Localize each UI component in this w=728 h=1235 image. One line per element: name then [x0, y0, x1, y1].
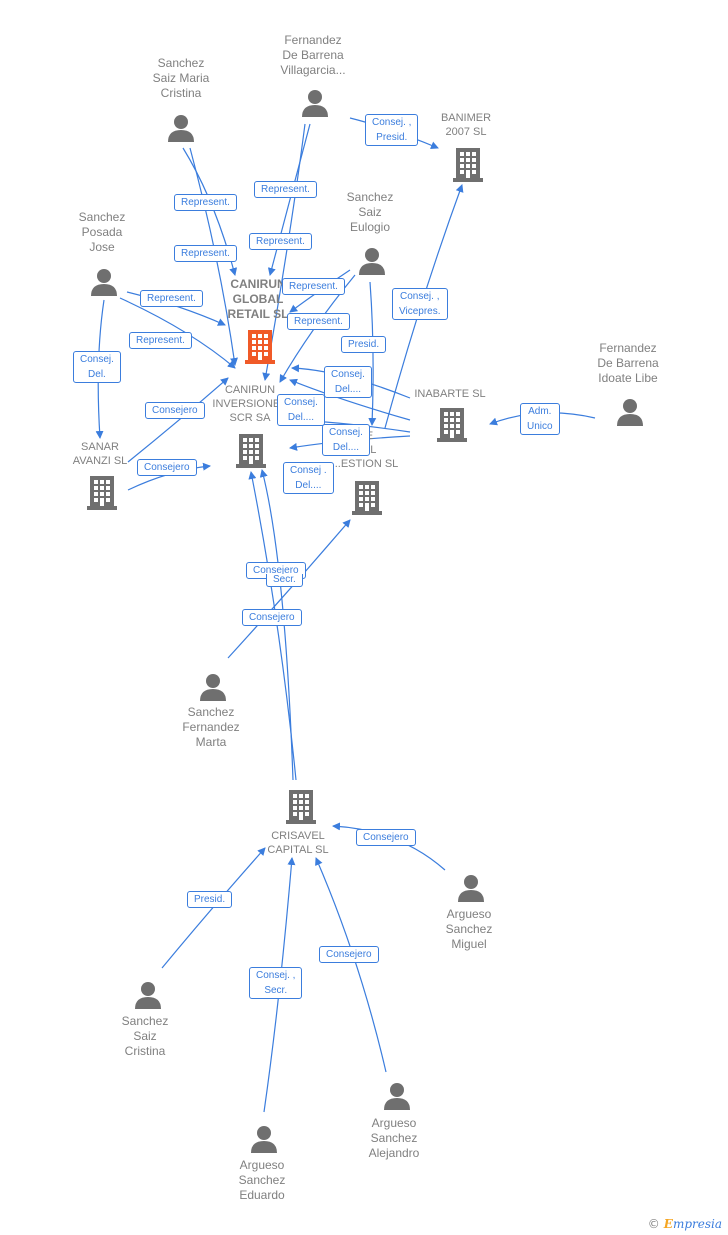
- edge: [315, 857, 387, 1073]
- node-label[interactable]: Fernandez De Barrena Idoate Libe: [597, 341, 659, 385]
- node-label-focus[interactable]: CANIRUN GLOBAL RETAIL SL: [227, 277, 289, 321]
- edge-label: Consej. , Secr.: [249, 967, 303, 999]
- person-icon: [302, 90, 328, 117]
- edge: [127, 377, 229, 463]
- person-icon: [359, 248, 385, 275]
- brand-name: mpresia: [672, 1217, 722, 1231]
- node-label[interactable]: Sanchez Saiz Eulogio: [346, 190, 394, 234]
- edge-label: Consej. Del....: [324, 366, 372, 398]
- person-icon: [135, 982, 161, 1009]
- node-label[interactable]: INABARTE SL: [414, 388, 486, 400]
- brand-initial: E: [663, 1217, 673, 1231]
- person-icon: [168, 115, 194, 142]
- person-icon: [617, 399, 643, 426]
- node-label[interactable]: Fernandez De Barrena Villagarcia...: [280, 33, 346, 77]
- building-icon: [437, 408, 467, 442]
- edge-label: Consej. , Vicepres.: [392, 288, 448, 320]
- node-label[interactable]: BANIMER 2007 SL: [440, 112, 492, 138]
- edge-label: Represent.: [254, 181, 317, 198]
- person-icon: [251, 1126, 277, 1153]
- person-icon: [384, 1083, 410, 1110]
- edge: [227, 519, 351, 659]
- building-icon: [453, 148, 483, 182]
- building-icon: [236, 434, 266, 468]
- edge: [289, 378, 411, 421]
- edge-label: Consejero: [145, 402, 205, 419]
- edge-label: Adm. Unico: [520, 403, 560, 435]
- node-label[interactable]: Argueso Sanchez Alejandro: [368, 1116, 420, 1160]
- edge-label: Represent.: [282, 278, 345, 295]
- person-icon: [200, 674, 226, 701]
- edge-label: Consejero: [137, 459, 197, 476]
- building-icon: [87, 476, 117, 510]
- edge-label: Consej. Del.: [73, 351, 121, 383]
- edge-label: Presid.: [341, 336, 387, 353]
- edge: [267, 123, 311, 276]
- brand-watermark: ©Empresia: [648, 1217, 722, 1231]
- edge-label: Consejero: [356, 829, 416, 846]
- edge-label: Secr.: [266, 574, 303, 587]
- edge-label: Consejero: [242, 609, 302, 626]
- edge-label: Represent.: [140, 290, 203, 307]
- node-label[interactable]: Argueso Sanchez Miguel: [445, 907, 493, 951]
- building-icon: [352, 481, 382, 515]
- edge-label: Consej. Del....: [322, 424, 370, 456]
- edge: [368, 281, 377, 426]
- person-icon: [458, 875, 484, 902]
- node-label[interactable]: Sanchez Saiz Maria Cristina: [152, 56, 210, 100]
- node-label[interactable]: Sanchez Posada Jose: [78, 210, 126, 254]
- edge: [161, 847, 266, 969]
- edge-label: Presid.: [187, 891, 233, 908]
- edge-label: Consej. Del....: [277, 394, 325, 426]
- edge-label: Represent.: [249, 233, 312, 250]
- node-label[interactable]: Sanchez Fernandez Marta: [182, 705, 240, 749]
- edge-label: Represent.: [174, 245, 237, 262]
- edge-label: Represent.: [287, 313, 350, 330]
- edge-label: Consej. , Presid.: [365, 114, 419, 146]
- building-icon: [286, 790, 316, 824]
- person-icon: [91, 269, 117, 296]
- edge-label: Represent.: [129, 332, 192, 349]
- node-label[interactable]: SANAR AVANZI SL: [72, 441, 128, 467]
- building-icon: [245, 330, 275, 364]
- copyright-symbol: ©: [647, 1217, 660, 1231]
- edge-label: Consejero: [319, 946, 379, 963]
- edge-label: Consej . Del....: [283, 462, 334, 494]
- node-label[interactable]: Argueso Sanchez Eduardo: [238, 1158, 286, 1202]
- edge-label: Represent.: [174, 194, 237, 211]
- node-label[interactable]: CRISAVEL CAPITAL SL: [267, 830, 329, 856]
- node-label[interactable]: Sanchez Saiz Cristina: [121, 1014, 169, 1058]
- node-label[interactable]: CANIRUN INVERSIONES SCR SA: [212, 384, 288, 424]
- edge: [119, 297, 236, 369]
